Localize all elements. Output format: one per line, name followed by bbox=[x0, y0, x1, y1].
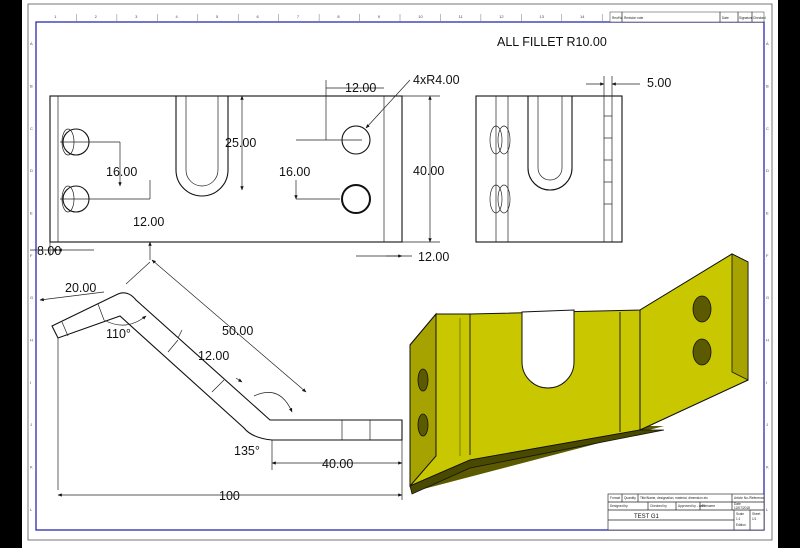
zone-letter-C-left: C bbox=[30, 126, 33, 131]
tb-header-title: Title/Name, designation, material, dimen… bbox=[640, 496, 708, 500]
zone-number-6: 6 bbox=[256, 14, 259, 19]
bend-view: 20.00 110° 50.00 12.00 135° 40.00 100 bbox=[39, 259, 403, 503]
dim-bottom-flange: 40.00 bbox=[322, 457, 353, 471]
zone-letter-G-left: G bbox=[30, 295, 33, 300]
rev-col-3: Date bbox=[722, 16, 729, 20]
zone-letter-D-left: D bbox=[30, 168, 33, 173]
zone-letter-K-right: K bbox=[766, 465, 769, 470]
dim-slot-depth: 25.00 bbox=[225, 136, 256, 150]
zone-markers-side: A A B B C C D D E E F F G G H H I I J J K K L L bbox=[30, 41, 769, 512]
zone-number-4: 4 bbox=[176, 14, 179, 19]
dim-top-flange: 20.00 bbox=[65, 281, 96, 295]
zone-letter-A-right: A bbox=[766, 41, 769, 46]
dim-hole-spacing-left: 16.00 bbox=[106, 165, 137, 179]
tb-scale-value: 1:1 bbox=[736, 517, 741, 521]
tb-header-qty: Quantity bbox=[624, 496, 636, 500]
rev-col-4: Signature bbox=[739, 16, 753, 20]
side-view: 5.00 bbox=[475, 76, 671, 243]
dim-bottom-offset: 12.00 bbox=[133, 215, 164, 229]
zone-letter-E-left: E bbox=[30, 211, 33, 216]
tb-header-format: Format bbox=[610, 496, 620, 500]
zone-letter-H-right: H bbox=[766, 338, 769, 343]
rev-col-5: Checked bbox=[753, 16, 766, 20]
tb-header-article: Article No./Reference bbox=[734, 496, 765, 500]
tb-sheet-label: Sheet bbox=[752, 512, 760, 516]
zone-letter-E-right: E bbox=[766, 211, 769, 216]
zone-letter-A-left: A bbox=[30, 41, 33, 46]
dim-angle-top: 110° bbox=[106, 327, 131, 341]
zone-letter-D-right: D bbox=[766, 168, 769, 173]
dim-radius-holes: 4xR4.00 bbox=[413, 73, 460, 87]
zone-letter-B-right: B bbox=[766, 84, 769, 89]
zone-number-13: 13 bbox=[540, 14, 545, 19]
rev-col-1: Rev/No bbox=[612, 16, 623, 20]
zone-letter-F-left: F bbox=[30, 253, 33, 258]
tb-designed: Designed by bbox=[610, 504, 628, 508]
dim-thickness: 5.00 bbox=[647, 76, 671, 90]
tb-approved: Approved by - date bbox=[678, 504, 705, 508]
tb-sheet-value: 1/1 bbox=[752, 517, 757, 521]
tb-edition-label: Edition bbox=[736, 523, 746, 527]
dim-overall: 100 bbox=[219, 489, 240, 503]
zone-letter-K-left: K bbox=[30, 465, 33, 470]
zone-letter-I-left: I bbox=[30, 380, 31, 385]
zone-letter-G-right: G bbox=[766, 295, 769, 300]
dim-inclined-width: 12.00 bbox=[198, 349, 229, 363]
rev-col-2: Revision note bbox=[624, 16, 644, 20]
dim-top-offset: 12.00 bbox=[345, 81, 376, 95]
zone-letter-I-right: I bbox=[766, 380, 767, 385]
fillet-note: ALL FILLET R10.00 bbox=[497, 35, 607, 49]
zone-number-10: 10 bbox=[418, 14, 423, 19]
tb-scale-label: Scale bbox=[736, 512, 744, 516]
zone-letter-J-right: J bbox=[766, 422, 768, 427]
zone-letter-B-left: B bbox=[30, 84, 33, 89]
zone-number-3: 3 bbox=[135, 14, 138, 19]
zone-number-11: 11 bbox=[459, 14, 464, 19]
zone-letter-L-right: L bbox=[766, 507, 769, 512]
dim-height: 40.00 bbox=[413, 164, 444, 178]
zone-letter-J-left: J bbox=[30, 422, 32, 427]
dim-inclined-length: 50.00 bbox=[222, 324, 253, 338]
zone-number-2: 2 bbox=[95, 14, 98, 19]
zone-number-5: 5 bbox=[216, 14, 219, 19]
dim-angle-bottom: 135° bbox=[234, 444, 260, 458]
zone-number-8: 8 bbox=[337, 14, 340, 19]
tb-checked: Checked by bbox=[650, 504, 667, 508]
zone-letter-H-left: H bbox=[30, 338, 33, 343]
hole-bottom-right bbox=[341, 184, 371, 214]
zone-number-7: 7 bbox=[297, 14, 300, 19]
revision-block: Rev/No Revision note Date Signature Chec… bbox=[609, 11, 766, 23]
front-view: 16.00 12.00 25.00 16.00 12.00 4xR4.00 40… bbox=[30, 73, 460, 264]
zone-letter-F-right: F bbox=[766, 253, 769, 258]
zone-number-12: 12 bbox=[499, 14, 504, 19]
outer-frame bbox=[27, 3, 773, 541]
zone-letter-L-left: L bbox=[30, 507, 33, 512]
zone-number-14: 14 bbox=[580, 14, 585, 19]
dim-bottom-right: 12.00 bbox=[418, 250, 449, 264]
zone-letter-C-right: C bbox=[766, 126, 769, 131]
zone-number-1: 1 bbox=[54, 14, 57, 19]
tb-title: TEST G1 bbox=[634, 514, 660, 520]
dim-left-edge: 8.00 bbox=[37, 244, 61, 258]
iso-part bbox=[409, 253, 749, 495]
title-block: Format Quantity Title/Name, designation,… bbox=[607, 493, 765, 531]
tb-filename: Filename bbox=[702, 504, 715, 508]
dim-hole-spacing-right: 16.00 bbox=[279, 165, 310, 179]
tb-date-label: Date bbox=[734, 502, 741, 506]
tb-date-value: 12/07/2018 bbox=[734, 506, 750, 510]
zone-number-9: 9 bbox=[378, 14, 381, 19]
